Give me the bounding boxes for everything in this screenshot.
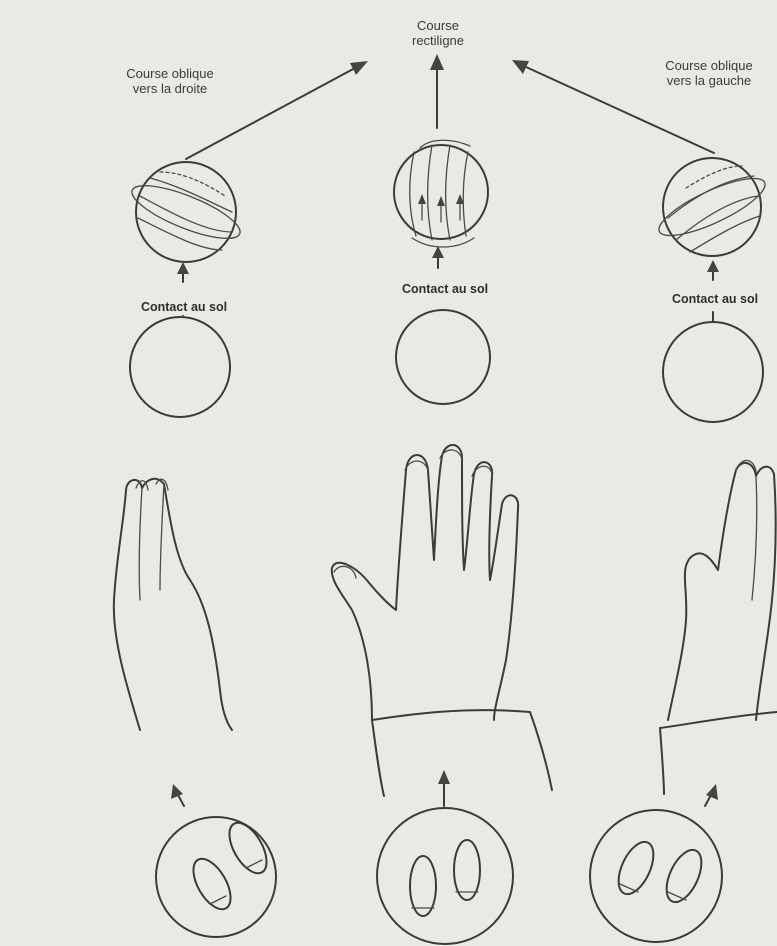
trajectory-arrows <box>186 54 714 159</box>
footprints-icon <box>377 808 513 944</box>
feet-right <box>590 784 722 942</box>
hand-icon <box>332 445 518 720</box>
ball-icon <box>130 317 230 417</box>
hand-right <box>660 460 777 794</box>
ball-spin-center <box>394 140 488 247</box>
feet-left <box>156 784 276 937</box>
ball-spin-icon <box>394 145 488 239</box>
ball-icon <box>663 322 763 422</box>
label-course-oblique-gauche: Course oblique vers la gauche <box>648 58 770 88</box>
label-contact-left: Contact au sol <box>128 300 240 315</box>
label-contact-right: Contact au sol <box>658 292 772 307</box>
label-contact-center: Contact au sol <box>388 282 502 297</box>
ball-spin-icon <box>663 158 761 256</box>
ball-spin-right <box>653 158 772 256</box>
ball-icon <box>396 310 490 404</box>
label-course-oblique-droite: Course oblique vers la droite <box>108 66 232 96</box>
ball-spin-left <box>126 162 246 262</box>
footprints-icon <box>156 817 276 937</box>
feet-center <box>377 770 513 944</box>
arrowhead-straight <box>430 54 444 70</box>
hand-center <box>332 445 552 796</box>
plain-balls <box>130 310 763 422</box>
arrowhead-right-oblique <box>350 61 368 75</box>
hand-left <box>114 479 232 730</box>
footprints-icon <box>590 810 722 942</box>
label-course-rectiligne: Course rectiligne <box>397 18 479 48</box>
hand-icon <box>114 479 232 730</box>
hand-icon <box>668 463 776 720</box>
